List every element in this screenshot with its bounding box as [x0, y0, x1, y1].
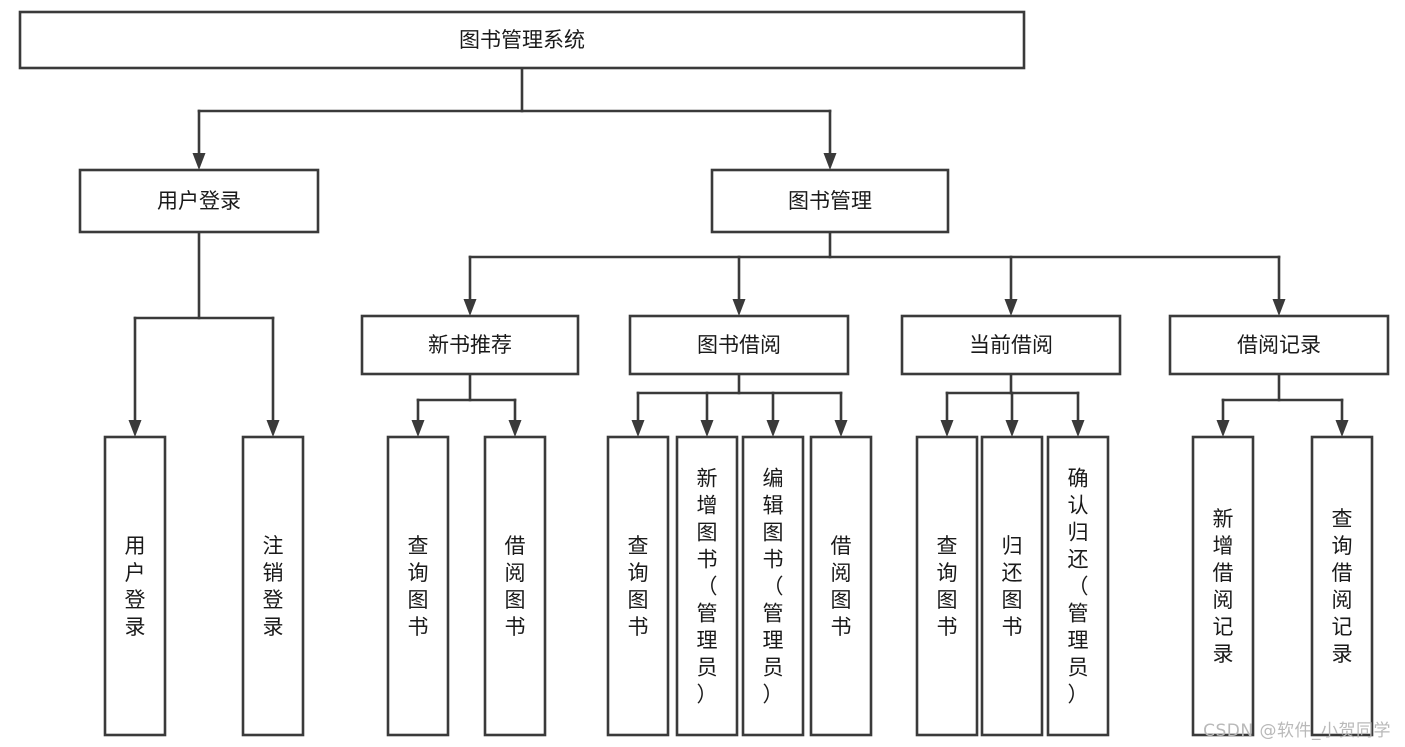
- node-box: [241, 435, 305, 737]
- node-layer: 图书管理系统用户登录图书管理新书推荐图书借阅当前借阅借阅记录用户登录注销登录查询…: [18, 10, 1390, 737]
- node-box: [980, 435, 1044, 737]
- node-box: [741, 435, 805, 737]
- arrow-head: [766, 420, 780, 437]
- node-n-borrow-record[interactable]: 借阅记录: [1168, 314, 1390, 376]
- node-box: [1046, 435, 1110, 737]
- node-n-new-book-rec[interactable]: 新书推荐: [360, 314, 580, 376]
- arrow-head: [1216, 420, 1230, 437]
- node-box: [360, 314, 580, 376]
- arrow-head: [1005, 420, 1019, 437]
- node-box: [628, 314, 850, 376]
- node-l-edit-book[interactable]: 编辑图书（管理员）: [741, 435, 805, 737]
- node-l-query-record[interactable]: 查询借阅记录: [1310, 435, 1374, 737]
- node-n-book-borrow[interactable]: 图书借阅: [628, 314, 850, 376]
- node-box: [103, 435, 167, 737]
- node-n-book-mgmt[interactable]: 图书管理: [710, 168, 950, 234]
- arrow-head: [1004, 299, 1018, 316]
- node-box: [606, 435, 670, 737]
- node-label: 查询图书: [937, 534, 958, 639]
- node-l-borrow-book-1[interactable]: 借阅图书: [483, 435, 547, 737]
- node-box: [1168, 314, 1390, 376]
- arrow-head: [463, 299, 477, 316]
- arrow-head: [1272, 299, 1286, 316]
- node-label: 新增借阅记录: [1213, 507, 1234, 666]
- node-label: 图书管理: [788, 189, 872, 213]
- node-label: 图书管理系统: [459, 28, 585, 52]
- node-l-query-book-3[interactable]: 查询图书: [915, 435, 979, 737]
- node-l-user-login[interactable]: 用户登录: [103, 435, 167, 737]
- node-label: 新增图书（管理员）: [697, 467, 718, 707]
- arrow-head: [508, 420, 522, 437]
- node-label: 归还图书: [1002, 534, 1023, 639]
- node-label: 当前借阅: [969, 333, 1053, 357]
- node-box: [710, 168, 950, 234]
- node-l-add-record[interactable]: 新增借阅记录: [1191, 435, 1255, 737]
- node-n-current-borrow[interactable]: 当前借阅: [900, 314, 1122, 376]
- node-label: 编辑图书（管理员）: [763, 467, 784, 707]
- node-l-add-book[interactable]: 新增图书（管理员）: [675, 435, 739, 737]
- node-l-confirm-return[interactable]: 确认归还（管理员）: [1046, 435, 1110, 737]
- arrow-head: [940, 420, 954, 437]
- node-box: [483, 435, 547, 737]
- node-l-return-book[interactable]: 归还图书: [980, 435, 1044, 737]
- arrow-head: [823, 153, 837, 170]
- node-label: 图书借阅: [697, 333, 781, 357]
- node-box: [900, 314, 1122, 376]
- node-label: 新书推荐: [428, 333, 512, 357]
- arrow-head: [732, 299, 746, 316]
- node-box: [809, 435, 873, 737]
- node-box: [386, 435, 450, 737]
- arrow-head: [700, 420, 714, 437]
- node-box: [915, 435, 979, 737]
- node-n-user-login[interactable]: 用户登录: [78, 168, 320, 234]
- node-box: [1310, 435, 1374, 737]
- arrow-head: [834, 420, 848, 437]
- node-box: [675, 435, 739, 737]
- node-l-query-book-1[interactable]: 查询图书: [386, 435, 450, 737]
- node-label: 借阅图书: [505, 534, 526, 639]
- node-root[interactable]: 图书管理系统: [18, 10, 1026, 70]
- arrow-head: [266, 420, 280, 437]
- node-label: 用户登录: [125, 534, 146, 639]
- node-l-borrow-book-2[interactable]: 借阅图书: [809, 435, 873, 737]
- arrow-head: [411, 420, 425, 437]
- node-label: 确认归还（管理员）: [1068, 467, 1089, 707]
- arrow-head: [192, 153, 206, 170]
- node-l-query-book-2[interactable]: 查询图书: [606, 435, 670, 737]
- arrow-head: [1071, 420, 1085, 437]
- node-label: 借阅记录: [1237, 333, 1321, 357]
- node-l-logout[interactable]: 注销登录: [241, 435, 305, 737]
- node-label: 借阅图书: [831, 534, 852, 639]
- node-label: 查询图书: [408, 534, 429, 639]
- node-label: 查询图书: [628, 534, 649, 639]
- node-box: [78, 168, 320, 234]
- arrow-head: [1335, 420, 1349, 437]
- node-box: [18, 10, 1026, 70]
- node-box: [1191, 435, 1255, 737]
- node-label: 查询借阅记录: [1332, 507, 1353, 666]
- connector-layer: [128, 66, 1349, 437]
- arrow-head: [128, 420, 142, 437]
- node-label: 用户登录: [157, 189, 241, 213]
- node-label: 注销登录: [263, 534, 284, 639]
- arrow-head: [631, 420, 645, 437]
